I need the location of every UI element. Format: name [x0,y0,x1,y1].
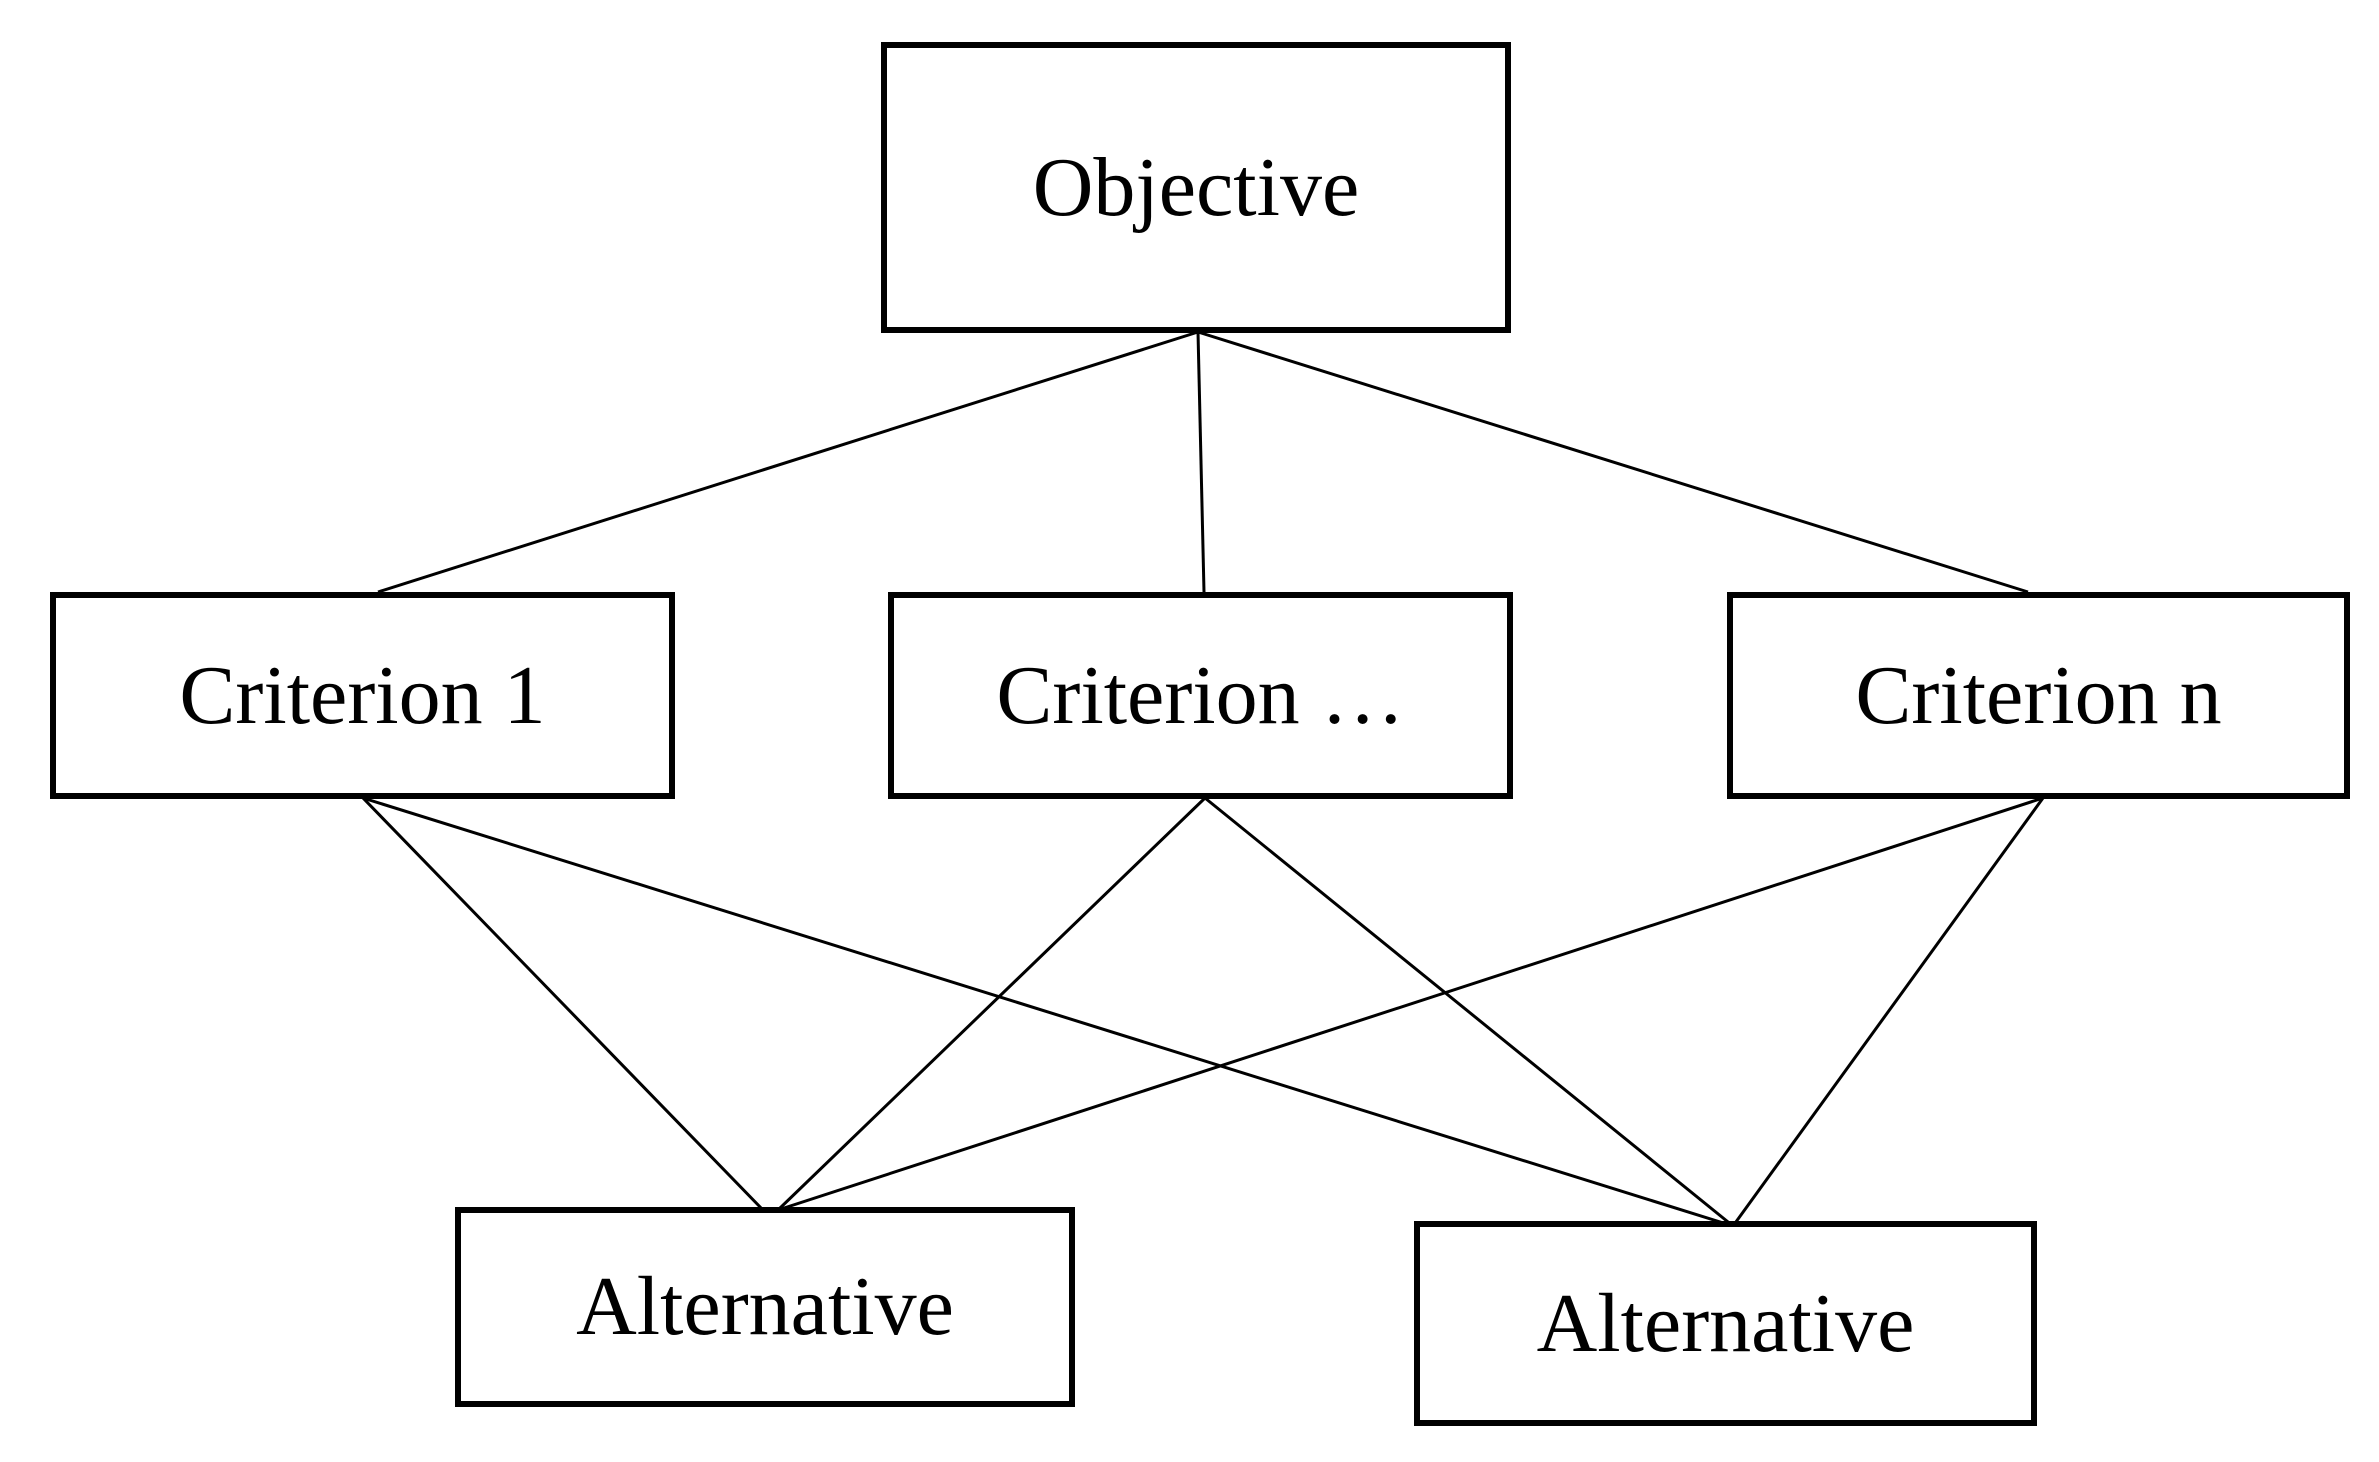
edge-criterion-n-alternative-1 [777,796,2044,1212]
edge-criterion-n-alternative-2 [1731,797,2045,1227]
edge-criterion-1-alternative-1 [361,796,765,1212]
edge-criterion-mid-alternative-1 [776,796,1207,1212]
criterion-n-label: Criterion n [1855,648,2222,742]
alternative-1-node: Alternative [455,1207,1075,1407]
alternative-1-label: Alternative [576,1260,954,1353]
edge-objective-criterion-1 [377,330,1199,594]
edge-criterion-mid-alternative-2 [1204,796,1734,1228]
alternative-2-label: Alternative [1536,1276,1915,1370]
criterion-1-label: Criterion 1 [179,648,546,742]
criterion-n-node: Criterion n [1727,592,2350,799]
objective-node: Objective [881,42,1511,333]
edge-objective-criterion-mid [1196,331,1206,593]
criterion-mid-node: Criterion … [888,592,1513,799]
criterion-1-node: Criterion 1 [50,592,675,799]
criterion-mid-label: Criterion … [996,648,1405,742]
objective-label: Objective [1032,140,1360,234]
alternative-2-node: Alternative [1414,1221,2037,1426]
edge-objective-criterion-n [1197,330,2029,594]
edge-criterion-1-alternative-2 [362,796,1734,1228]
